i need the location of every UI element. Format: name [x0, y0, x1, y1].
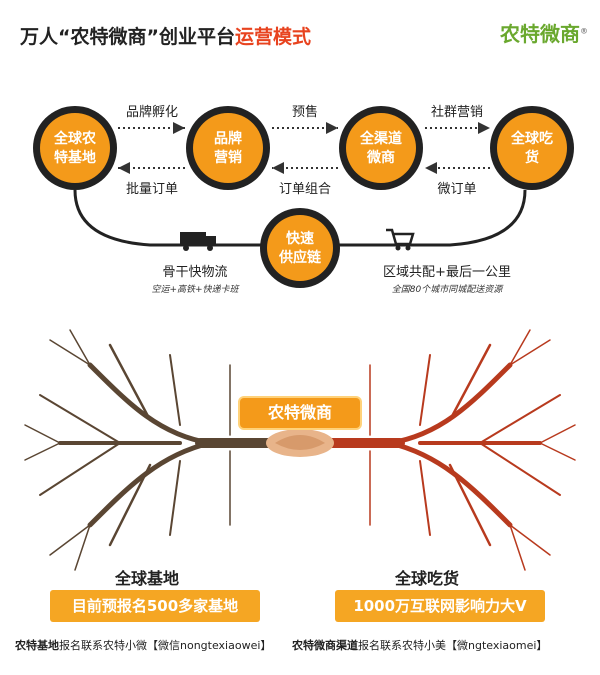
left-tree	[24, 329, 275, 571]
node-base-line1: 全球农	[53, 130, 97, 147]
footer-right-tail: ngtexiaomei】	[468, 639, 548, 652]
flow-diagram: 品牌孵化 预售 社群营销 批量订单 订单组合 微订单 全球农 特基地 品牌 营销…	[33, 104, 574, 295]
footer-right-bold: 农特微商渠道	[292, 639, 358, 652]
edge-label-bottom-3: 微订单	[437, 182, 476, 197]
footer-right-text: 报名联系农特小美【微	[358, 639, 468, 652]
footer-right: 农特微商渠道报名联系农特小美【微ngtexiaomei】	[292, 637, 547, 653]
node-brand: 品牌 营销	[186, 106, 270, 190]
node-supply-line2: 供应链	[278, 249, 322, 266]
supply-loop-line	[73, 189, 265, 247]
edge-label-bottom-1: 批量订单	[126, 182, 178, 197]
footer-left-bold: 农特基地	[15, 639, 59, 652]
right-sub-caption: 全国80个城市同城配送资源	[392, 284, 504, 295]
logo-mark: ®	[580, 26, 588, 36]
node-consumer-line2: 货	[524, 149, 539, 166]
right-tree	[325, 329, 576, 571]
node-brand-line2: 营销	[214, 149, 242, 166]
right-highlight-box: 1000万互联网影响力大V	[335, 590, 545, 622]
right-caption: 区域共配+最后一公里	[383, 265, 511, 280]
left-sub-caption: 空运+高铁+快递卡班	[151, 284, 240, 295]
footer-left-text: 报名联系农特小微【微信nongtexiaowei】	[59, 639, 272, 652]
footer-left: 农特基地报名联系农特小微【微信nongtexiaowei】	[15, 637, 271, 653]
edge-label-top-3: 社群营销	[431, 104, 483, 120]
node-supply: 快速 供应链	[260, 208, 340, 288]
edge-label-bottom-2: 订单组合	[279, 182, 331, 197]
center-label: 农特微商	[240, 398, 360, 428]
left-caption: 骨干快物流	[162, 265, 227, 280]
node-consumer-line1: 全球吃	[510, 130, 553, 147]
node-channel-line2: 微商	[366, 149, 395, 166]
title-highlight: 运营模式	[234, 26, 311, 48]
node-supply-line1: 快速	[286, 230, 314, 247]
node-base: 全球农 特基地	[33, 106, 117, 190]
truck-icon	[180, 232, 216, 251]
left-highlight-box: 目前预报名500多家基地	[50, 590, 260, 622]
handshake-icon	[266, 429, 334, 457]
cart-icon	[386, 228, 415, 251]
edge-label-top-1: 品牌孵化	[126, 104, 178, 120]
node-base-line2: 特基地	[54, 149, 96, 166]
title-main: 万人“农特微商”创业平台	[20, 26, 235, 48]
left-title: 全球基地	[115, 569, 180, 588]
brand-logo: 农特微商®	[500, 18, 588, 47]
node-channel: 全渠道 微商	[339, 106, 423, 190]
node-brand-line1: 品牌	[214, 130, 242, 147]
right-title: 全球吃货	[395, 569, 460, 588]
page-title: 万人“农特微商”创业平台运营模式	[20, 22, 311, 49]
supply-loop-line-right	[335, 189, 527, 247]
trees-illustration	[24, 329, 576, 571]
node-consumer: 全球吃 货	[490, 106, 574, 190]
node-channel-line1: 全渠道	[359, 130, 402, 147]
edge-label-top-2: 预售	[292, 104, 318, 120]
logo-text: 农特微商	[500, 22, 580, 46]
